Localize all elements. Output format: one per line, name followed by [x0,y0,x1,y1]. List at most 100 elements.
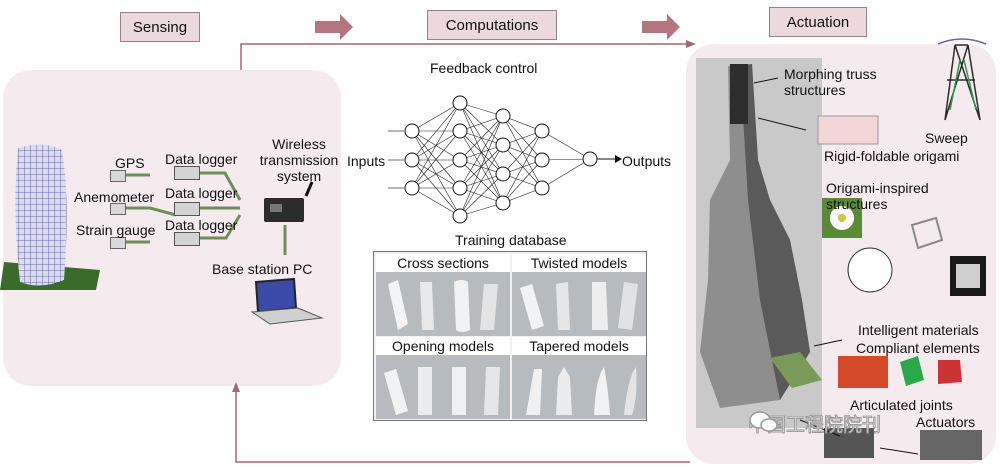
header-computations-label: Computations [445,16,539,34]
tapered-models [526,367,637,415]
strain-gauge-sensor-box [110,237,126,249]
db-title-cross-sections: Cross sections [376,254,510,272]
nn-edge [459,115,504,161]
watermark: 中国工程院院刊 [747,410,882,437]
feedback-line-top [240,43,690,70]
rigid-foldable-origami-label: Rigid-foldable origami [824,148,960,164]
db-title-opening-models: Opening models [376,337,510,355]
nn-edge [541,158,591,161]
truss-drawing [944,44,981,121]
nn-node [534,152,550,168]
arrow-computations-to-actuation [642,14,680,40]
nn-edge [502,130,543,175]
nn-edge [502,130,543,204]
actuators-photo [920,430,982,460]
nn-edge [502,115,543,189]
header-sensing-label: Sensing [132,18,188,36]
wireless-transmission-label: Wireless transmission system [258,136,340,184]
nn-edge [411,102,461,189]
nn-edge [541,158,591,189]
nn-edge [411,130,461,217]
rigid-foldable-origami-drawing [817,115,879,145]
nn-edge [459,173,504,217]
inputs-label: Inputs [347,153,386,169]
nn-node [495,108,511,124]
nn-edge [459,102,504,146]
nn-node [404,123,420,139]
nn-node [452,208,468,224]
morphing-truss-line-1: Morphing truss [784,66,877,82]
origami-inspired-line-1: Origami-inspired [826,180,929,196]
opening-models [384,367,500,415]
db-cell-twisted-models: Twisted models [512,254,646,336]
nn-node [452,180,468,196]
nn-node [452,95,468,111]
nn-node [495,137,511,153]
nn-edge [411,187,461,217]
nn-node [534,123,550,139]
feedback-control-label: Feedback control [430,60,538,76]
intelligent-materials-label: Intelligent materials [858,322,979,338]
header-actuation-label: Actuation [786,13,850,31]
data-logger-box-3 [174,232,200,246]
nn-edge [459,102,504,175]
sensor-anemometer-label: Anemometer [74,189,155,205]
cross-section-models [388,280,498,332]
nn-edge [459,144,504,217]
morphing-truss-label: Morphing truss structures [784,66,877,98]
wireless-line-2: transmission [259,152,339,168]
nn-edge [459,159,504,175]
header-sensing: Sensing [120,12,200,42]
morphing-truss-line-2: structures [784,82,846,98]
db-cell-opening-models: Opening models [376,337,510,419]
data-logger-label-3: Data logger [165,217,238,233]
base-station-label: Base station PC [212,261,313,277]
nn-edge [411,130,461,189]
arrow-sensing-to-computations [315,14,353,40]
data-logger-box-1 [174,166,200,180]
origami-inspired-label: Origami-inspired structures [826,180,929,212]
nn-edge [459,159,504,204]
watermark-label: 中国工程院院刊 [747,414,882,437]
training-database-grid: Cross sections Twisted models Opening mo… [373,251,647,421]
nn-edge [411,159,461,189]
data-logger-label-2: Data logger [165,185,238,201]
nn-edge [459,187,504,204]
wireless-line-1: Wireless [272,136,326,152]
nn-node [404,152,420,168]
compliant-elements-label: Compliant elements [856,340,980,356]
nn-edge [459,115,504,217]
nn-node [495,195,511,211]
nn-node [495,166,511,182]
wireless-line-3: system [276,168,322,184]
feedback-line-bottom [235,388,690,463]
sweep-label: Sweep [925,130,968,146]
origami-inspired-line-2: structures [826,196,888,212]
data-logger-box-2 [174,202,200,216]
outputs-label: Outputs [622,153,672,169]
sensor-strain-gauge-label: Strain gauge [76,222,156,238]
db-title-twisted-models: Twisted models [512,254,646,272]
db-title-tapered-models: Tapered models [512,337,646,355]
nn-node [452,152,468,168]
header-actuation: Actuation [769,7,867,37]
nn-edge [459,102,504,204]
nn-node [404,180,420,196]
articulated-joints-label: Articulated joints [850,397,953,413]
twisted-models [520,282,638,330]
nn-node [452,123,468,139]
intelligent-materials-photo [838,356,888,388]
nn-edge [411,102,461,132]
nn-node [534,180,550,196]
gps-sensor-box [110,170,126,182]
header-computations: Computations [427,10,557,40]
db-cell-cross-sections: Cross sections [376,254,510,336]
nn-edge [541,130,591,160]
nn-edge [459,115,504,189]
